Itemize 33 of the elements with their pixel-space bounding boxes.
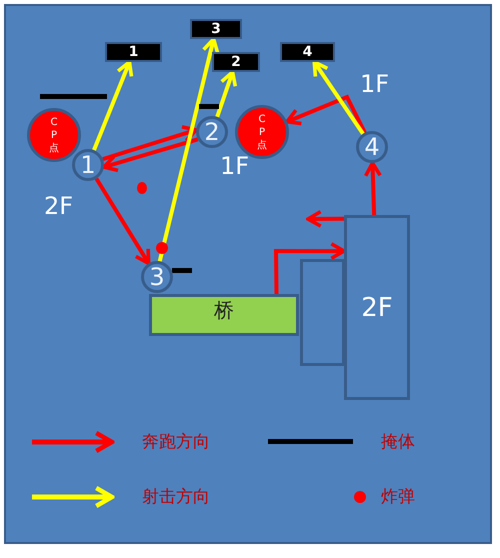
target-box: 4 [280, 42, 335, 62]
floor-label: 1F [360, 70, 390, 98]
position-marker: 2 [196, 116, 228, 148]
target-box: 1 [105, 42, 162, 62]
arrow [285, 94, 367, 134]
floor-label: 2F [44, 192, 74, 220]
position-marker: 4 [356, 131, 388, 163]
building-outline [344, 215, 410, 400]
legend-label: 炸弹 [381, 486, 415, 508]
capture-point-label: CP点 [48, 116, 60, 154]
arrow [306, 210, 344, 228]
arrow [158, 37, 220, 262]
position-marker: 1 [72, 149, 104, 181]
arrow [102, 125, 198, 162]
legend-label: 奔跑方向 [142, 431, 210, 453]
legend-label: 掩体 [381, 431, 415, 453]
legend-label: 射击方向 [142, 486, 210, 508]
target-box: 2 [212, 52, 260, 72]
arrow [274, 242, 346, 294]
capture-point-circle [27, 108, 81, 162]
target-box: 3 [190, 19, 242, 39]
arrow [364, 161, 382, 216]
arrow [92, 60, 134, 151]
arrow [102, 137, 198, 172]
arrow [312, 60, 365, 135]
capture-point-label: CP点 [256, 112, 268, 152]
bridge-area: 桥 [149, 294, 299, 336]
arrow [94, 178, 150, 266]
position-marker: 3 [141, 261, 173, 293]
arrow [215, 70, 238, 118]
floor-label: 1F [220, 152, 250, 180]
floor-label: 2F [361, 292, 393, 322]
building-outline [300, 259, 345, 366]
